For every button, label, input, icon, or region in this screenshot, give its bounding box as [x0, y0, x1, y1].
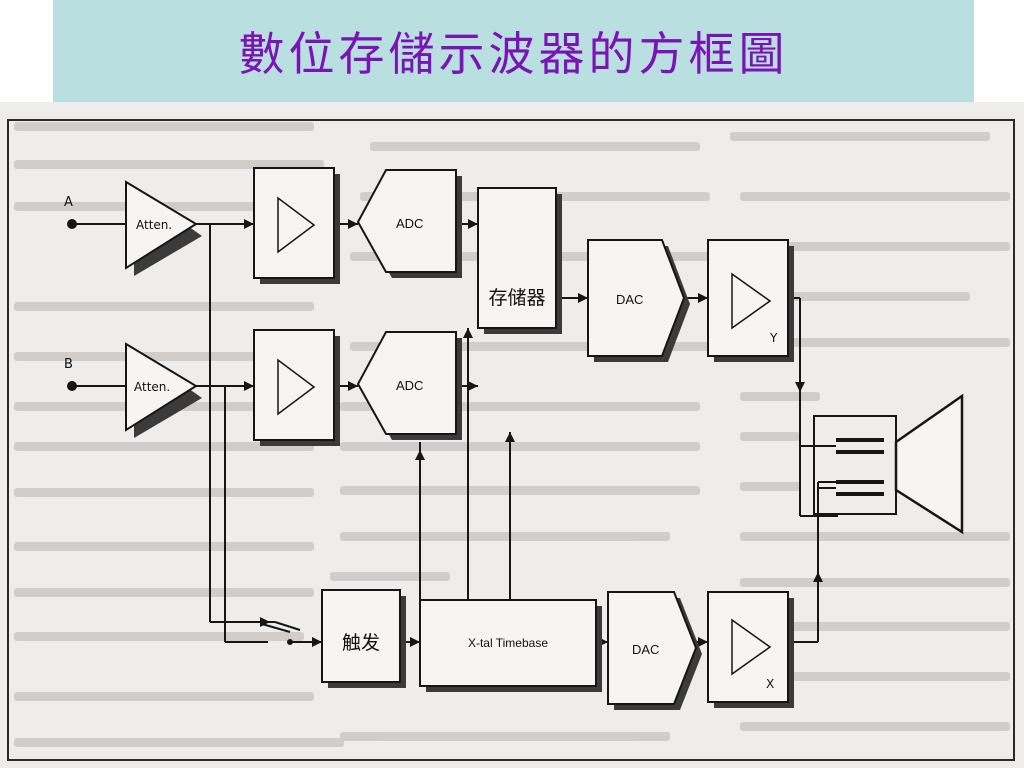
- diagram-image: A B Atten. Atten. AD: [0, 102, 1024, 768]
- crt-tube-icon: [800, 393, 964, 535]
- memory-label: 存储器: [488, 287, 545, 309]
- atten-b-label: Atten.: [134, 380, 170, 394]
- amplifier-triangle-icon: [277, 196, 316, 254]
- input-terminal-icon: [67, 381, 77, 391]
- attenuator-triangle-icon: [125, 342, 202, 438]
- dac-x-label: DAC: [632, 642, 659, 657]
- adc-a-block: [356, 169, 462, 278]
- adc-b-block: [356, 331, 462, 440]
- amplifier-y-block: [707, 239, 794, 362]
- amplifier-a-block: [253, 167, 340, 284]
- dac-y-label: DAC: [616, 292, 643, 307]
- switch-icon: [261, 623, 293, 645]
- adc-b-label: ADC: [396, 378, 423, 393]
- input-b-label: B: [64, 357, 73, 372]
- atten-a-label: Atten.: [136, 218, 172, 232]
- timebase-block: [419, 599, 602, 692]
- memory-block: [477, 187, 562, 334]
- amplifier-triangle-icon: [731, 272, 772, 330]
- dac-x-block: [607, 591, 702, 710]
- timebase-label: X-tal Timebase: [468, 636, 548, 650]
- block-diagram: A B Atten. Atten. AD: [7, 119, 1015, 761]
- dac-y-block: [587, 239, 690, 362]
- slide-title: 數位存儲示波器的方框圖: [238, 27, 789, 81]
- outer-frame: [7, 119, 1015, 761]
- amp-x-label: X: [766, 677, 774, 691]
- trigger-block: [321, 589, 406, 688]
- trigger-label: 触发: [342, 632, 380, 654]
- amplifier-triangle-icon: [277, 358, 316, 416]
- amp-y-label: Y: [769, 331, 778, 345]
- adc-a-label: ADC: [396, 216, 423, 231]
- input-a-label: A: [64, 195, 73, 210]
- amplifier-b-block: [253, 329, 340, 446]
- attenuator-triangle-icon: [125, 180, 202, 276]
- amplifier-x-block: [707, 591, 794, 708]
- input-terminal-icon: [67, 219, 77, 229]
- title-banner: 數位存儲示波器的方框圖: [53, 0, 974, 102]
- amplifier-triangle-icon: [731, 618, 772, 676]
